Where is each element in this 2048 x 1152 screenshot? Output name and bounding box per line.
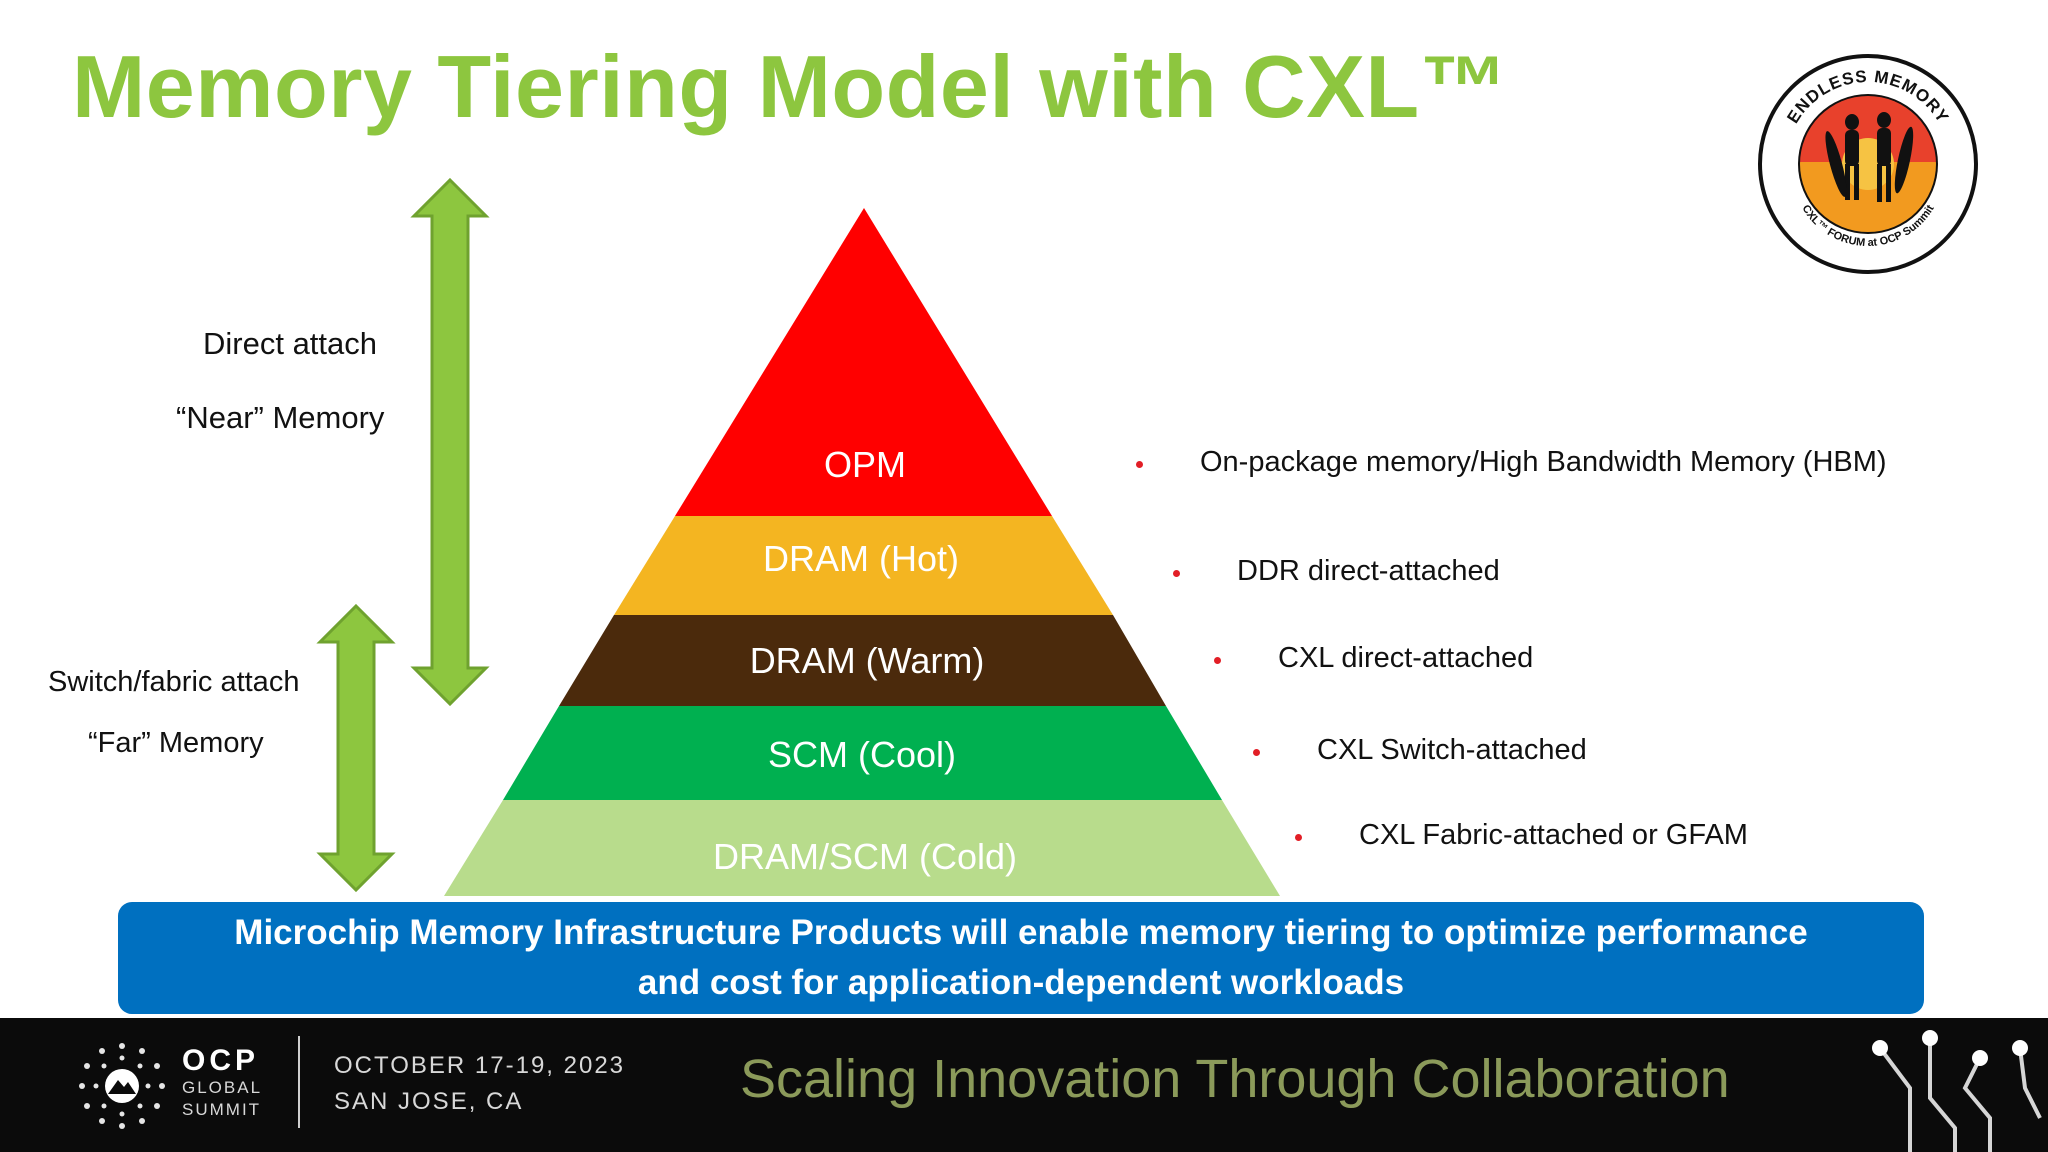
tier-label-dram-warm: DRAM (Warm) xyxy=(749,640,985,681)
far-attach-label: Switch/fabric attach xyxy=(48,666,300,698)
event-location: SAN JOSE, CA xyxy=(334,1088,524,1115)
tier-cold-band xyxy=(444,800,1280,896)
footer-divider xyxy=(298,1036,300,1128)
slide-title: Memory Tiering Model with CXL™ xyxy=(72,37,1509,136)
summary-banner: Microchip Memory Infrastructure Products… xyxy=(118,902,1924,1014)
tier-label-scm-cool: SCM (Cool) xyxy=(767,734,956,775)
circuit-lines-icon xyxy=(1872,1030,2042,1152)
tier-label-opm: OPM xyxy=(823,444,906,485)
near-memory-label: “Near” Memory xyxy=(176,400,385,435)
footer-bar xyxy=(0,1018,2048,1152)
bullet-scm-cool: CXL Switch-attached xyxy=(1317,734,1587,766)
footer-tagline: Scaling Innovation Through Collaboration xyxy=(740,1049,1730,1109)
near-memory-double-arrow xyxy=(410,177,490,707)
bullet-dot xyxy=(1295,834,1302,841)
far-memory-double-arrow xyxy=(316,603,396,893)
near-attach-label: Direct attach xyxy=(203,326,378,361)
surfer-silhouettes-icon xyxy=(1825,112,1914,202)
tier-scm-cool-band xyxy=(503,706,1222,800)
banner-line-2: and cost for application-dependent workl… xyxy=(637,963,1405,1002)
tier-opm-band xyxy=(675,208,1052,516)
bullet-dot xyxy=(1136,461,1143,468)
bullet-opm: On-package memory/High Bandwidth Memory … xyxy=(1200,446,1887,478)
tier-dram-warm-band xyxy=(559,615,1166,706)
bullet-dot xyxy=(1253,749,1260,756)
endless-memory-badge: ENDLESS MEMORY CXL™ FORUM at OCP Summit xyxy=(1758,54,1978,274)
ocp-summit-label: SUMMIT xyxy=(182,1100,262,1119)
ocp-sunburst-logo-icon xyxy=(79,1043,165,1129)
event-dates: OCTOBER 17-19, 2023 xyxy=(334,1052,626,1079)
bullet-dot xyxy=(1214,657,1221,664)
bullet-dram-warm: CXL direct-attached xyxy=(1278,642,1534,674)
bullet-dram-hot: DDR direct-attached xyxy=(1237,555,1500,587)
ocp-global-label: GLOBAL xyxy=(182,1078,263,1097)
bullet-cold: CXL Fabric-attached or GFAM xyxy=(1359,819,1748,851)
banner-line-1: Microchip Memory Infrastructure Products… xyxy=(234,913,1808,952)
tier-label-cold: DRAM/SCM (Cold) xyxy=(712,836,1017,877)
tier-dram-hot-band xyxy=(614,516,1113,615)
tier-label-dram-hot: DRAM (Hot) xyxy=(763,538,959,579)
bullet-dot xyxy=(1173,570,1180,577)
far-memory-label: “Far” Memory xyxy=(88,727,264,759)
ocp-wordmark: OCP xyxy=(182,1044,260,1077)
